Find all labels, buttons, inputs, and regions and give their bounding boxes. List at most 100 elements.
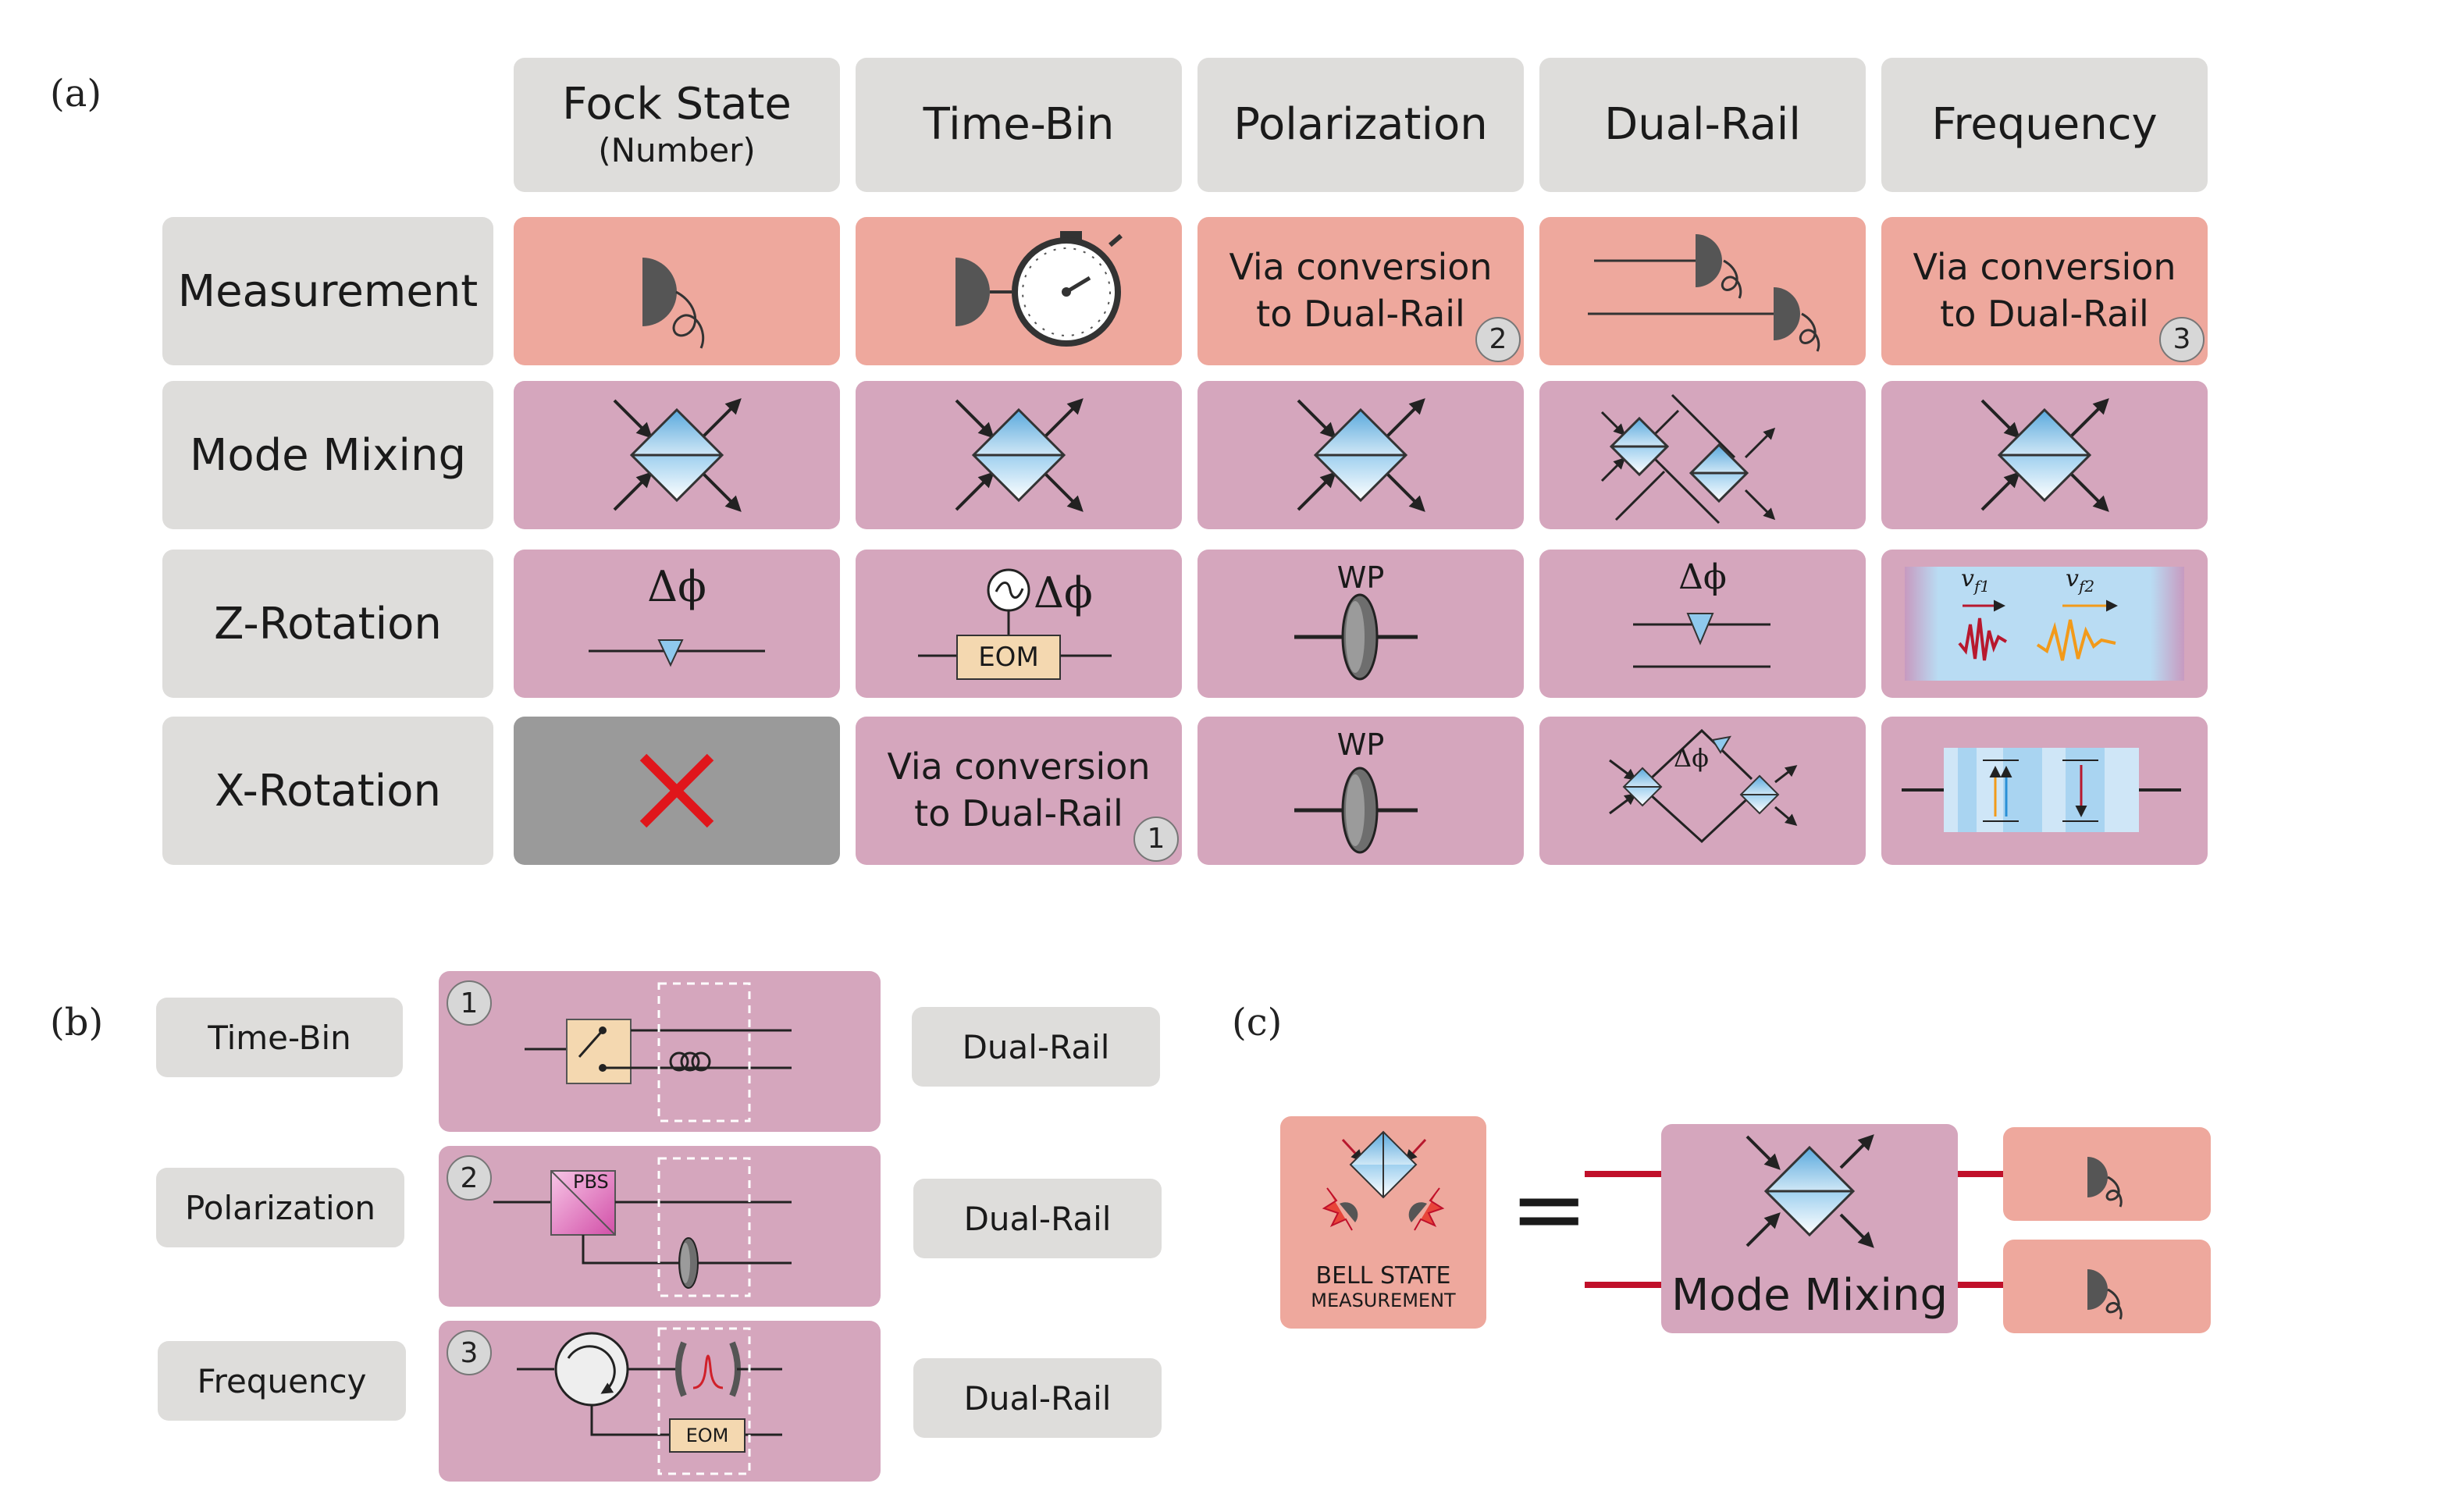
beam-splitter-icon [955, 398, 1084, 512]
delta-phi-label: Δϕ [1678, 557, 1727, 597]
cell-measurement-time-bin [856, 217, 1182, 365]
vf2-label: vf2 [2066, 565, 2095, 596]
cell-mode-mixing-time-bin [856, 381, 1182, 529]
detector-box-bottom [2003, 1240, 2211, 1333]
detector-stopwatch-icon [955, 231, 1123, 347]
cell-z-rotation-dual-rail: Δϕ [1539, 550, 1866, 698]
via-conversion-text: to Dual-Rail [1256, 293, 1465, 335]
beam-splitter-icon [613, 398, 742, 512]
cell-z-rotation-frequency: vf1 vf2 [1881, 550, 2208, 698]
eom-label: EOM [685, 1425, 729, 1446]
frequency-mixer-icon [1902, 748, 2181, 832]
delta-phi-label: Δϕ [1674, 743, 1709, 773]
cell-measurement-dual-rail [1539, 217, 1866, 365]
cell-mode-mixing-dual-rail [1539, 381, 1866, 529]
beam-splitter-icon [1745, 1134, 1874, 1248]
badge-3: 3 [447, 1330, 492, 1375]
cell-z-rotation-fock: Δϕ [514, 550, 840, 698]
bell-state-label: BELL STATE [1315, 1262, 1451, 1290]
via-conversion-text: Via conversion [1229, 246, 1493, 289]
phase-shifter-icon [1633, 613, 1770, 668]
badge-1: 1 [1133, 816, 1179, 862]
conversion-frequency: 3 EOM [439, 1321, 881, 1482]
detector-box-top [2003, 1127, 2211, 1221]
badge-2: 2 [447, 1155, 492, 1201]
column-header-polarization: Polarization [1197, 58, 1524, 192]
cell-mode-mixing-frequency [1881, 381, 2208, 529]
wp-label: WP [1336, 560, 1385, 595]
beam-splitter-icon [1297, 398, 1425, 512]
cross-icon [639, 753, 714, 828]
bell-measurement-icon [1322, 1130, 1445, 1231]
panel-label-c: (c) [1232, 1001, 1283, 1044]
column-title: Polarization [1233, 98, 1488, 150]
detector-icon [642, 258, 705, 349]
equals-sign: = [1510, 1155, 1589, 1264]
vf1-label: vf1 [1961, 565, 1991, 596]
mach-zehnder-icon [1609, 728, 1798, 844]
via-conversion-text: Via conversion [1913, 246, 2176, 289]
cell-x-rotation-frequency [1881, 717, 2208, 865]
dual-detector-icon [1588, 234, 1820, 352]
column-title: Fock State [562, 78, 792, 130]
eom-phase-icon [918, 568, 1112, 680]
b-right-dual-rail-1: Dual-Rail [912, 1007, 1160, 1087]
cell-measurement-frequency: Via conversion to Dual-Rail 3 [1881, 217, 2208, 365]
cell-x-rotation-time-bin: Via conversion to Dual-Rail 1 [856, 717, 1182, 865]
badge-3: 3 [2159, 317, 2205, 362]
row-label-z-rotation: Z-Rotation [162, 550, 493, 698]
bell-state-measurement-box: BELL STATE MEASUREMENT [1280, 1116, 1486, 1329]
frequency-converter-icon [517, 1327, 782, 1475]
column-header-fock: Fock State (Number) [514, 58, 840, 192]
column-header-time-bin: Time-Bin [856, 58, 1182, 192]
time-bin-converter-icon [525, 982, 792, 1122]
double-beam-splitter-icon [1600, 393, 1776, 525]
delta-phi-label: Δϕ [1034, 568, 1093, 617]
b-left-polarization: Polarization [156, 1168, 404, 1247]
panel-label-b: (b) [50, 1001, 104, 1044]
column-title: Dual-Rail [1604, 98, 1801, 150]
mode-mixing-box: Mode Mixing [1661, 1124, 1958, 1333]
detector-icon [2087, 1157, 2123, 1208]
wp-label: WP [1336, 728, 1385, 762]
badge-2: 2 [1475, 317, 1521, 362]
conversion-time-bin: 1 [439, 971, 881, 1132]
panel-label-a: (a) [50, 72, 102, 116]
row-label-mode-mixing: Mode Mixing [162, 381, 493, 529]
phase-shifter-icon [589, 639, 765, 667]
cell-measurement-fock [514, 217, 840, 365]
cell-z-rotation-time-bin: EOM Δϕ [856, 550, 1182, 698]
b-left-frequency: Frequency [158, 1341, 406, 1421]
cell-mode-mixing-polarization [1197, 381, 1524, 529]
cell-measurement-polarization: Via conversion to Dual-Rail 2 [1197, 217, 1524, 365]
column-title: Time-Bin [923, 98, 1115, 150]
waveplate-icon [1294, 767, 1418, 854]
mode-mixing-label: Mode Mixing [1671, 1270, 1948, 1321]
cell-z-rotation-polarization: WP [1197, 550, 1524, 698]
pbs-converter-icon [493, 1157, 792, 1297]
cell-x-rotation-fock [514, 717, 840, 865]
b-left-time-bin: Time-Bin [156, 998, 403, 1077]
row-label-measurement: Measurement [162, 217, 493, 365]
pbs-label: PBS [573, 1171, 609, 1193]
cell-x-rotation-polarization: WP [1197, 717, 1524, 865]
via-conversion-text: to Dual-Rail [914, 792, 1123, 834]
cell-mode-mixing-fock [514, 381, 840, 529]
badge-1: 1 [447, 980, 492, 1026]
column-header-dual-rail: Dual-Rail [1539, 58, 1866, 192]
waveplate-icon [1294, 593, 1418, 681]
detector-icon [2087, 1269, 2123, 1320]
via-conversion-text: Via conversion [887, 745, 1151, 788]
row-label-x-rotation: X-Rotation [162, 717, 493, 865]
eom-label: EOM [978, 642, 1039, 673]
via-conversion-text: to Dual-Rail [1940, 293, 2149, 335]
cell-x-rotation-dual-rail: Δϕ [1539, 717, 1866, 865]
delta-phi-label: Δϕ [647, 562, 706, 611]
column-subtitle: (Number) [598, 131, 756, 170]
beam-splitter-icon [1980, 398, 2109, 512]
b-right-dual-rail-2: Dual-Rail [913, 1179, 1162, 1258]
conversion-polarization: 2 PBS [439, 1146, 881, 1307]
column-title: Frequency [1931, 98, 2158, 150]
b-right-dual-rail-3: Dual-Rail [913, 1358, 1162, 1438]
measurement-label: MEASUREMENT [1311, 1290, 1456, 1311]
